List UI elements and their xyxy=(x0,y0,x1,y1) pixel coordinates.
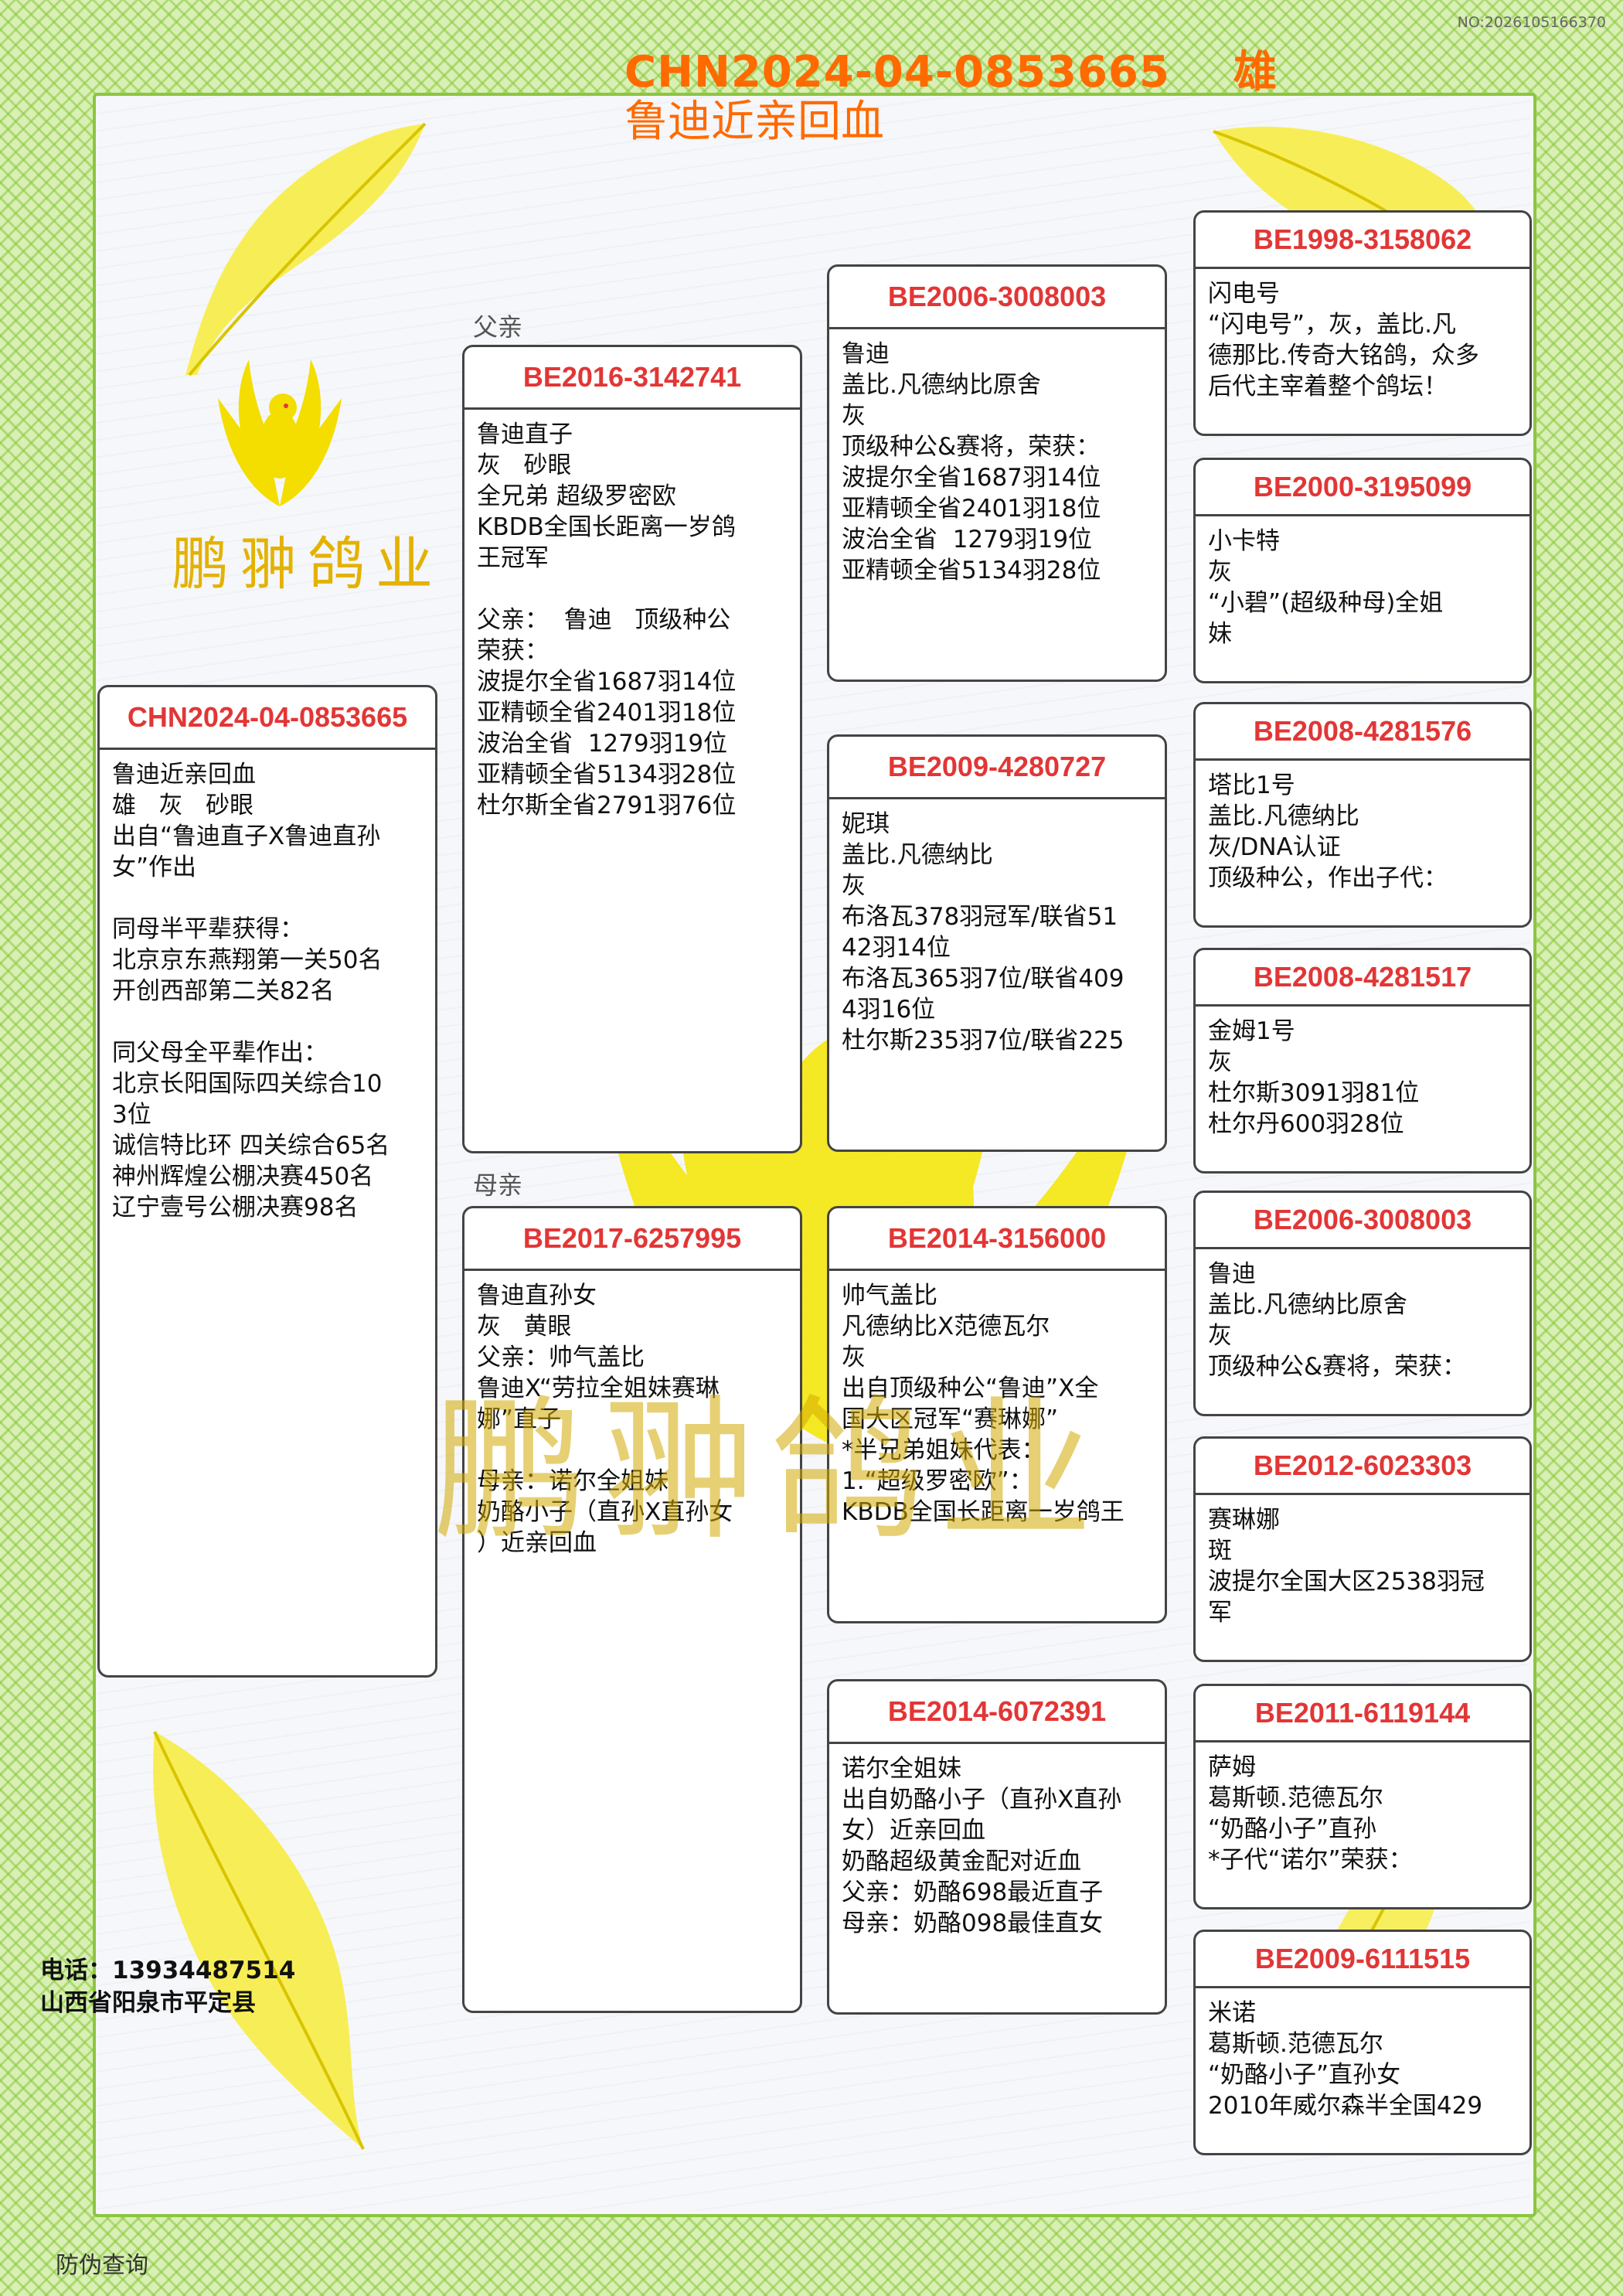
mmm-ring: BE2009-6111515 xyxy=(1196,1932,1529,1988)
mm-card: BE2014-6072391 诺尔全姐妹 出自奶酪小子（直孙X直孙 女）近亲回血… xyxy=(827,1679,1167,2015)
fm-card: BE2009-4280727 妮琪 盖比.凡德纳比 灰 布洛瓦378羽冠军/联省… xyxy=(827,734,1167,1152)
mmm-info: 米诺 葛斯顿.范德瓦尔 “奶酪小子”直孙女 2010年威尔森半全国429 xyxy=(1208,1999,1483,2120)
mmf-card: BE2011-6119144 萨姆 葛斯顿.范德瓦尔 “奶酪小子”直孙 *子代“… xyxy=(1193,1684,1532,1909)
mother-ring: BE2017-6257995 xyxy=(464,1208,800,1271)
fmf-card: BE2008-4281576 塔比1号 盖比.凡德纳比 灰/DNA认证 顶级种公… xyxy=(1193,702,1532,928)
mff-card: BE2006-3008003 鲁迪 盖比.凡德纳比原舍 灰 顶级种公&赛将，荣获… xyxy=(1193,1191,1532,1416)
subject-info: 鲁迪近亲回血 雄 灰 砂眼 出自“鲁迪直子X鲁迪直孙 女”作出 同母半平辈获得：… xyxy=(112,761,390,1221)
contact-block: 电话：13934487514 山西省阳泉市平定县 xyxy=(40,1954,295,2019)
ffm-info: 小卡特 灰 “小碧”(超级种母)全姐 妹 xyxy=(1208,527,1444,648)
ffm-ring: BE2000-3195099 xyxy=(1196,460,1529,516)
subject-card: CHN2024-04-0853665 鲁迪近亲回血 雄 灰 砂眼 出自“鲁迪直子… xyxy=(97,685,437,1678)
anti-counterfeit-link[interactable]: 防伪查询 xyxy=(56,2252,148,2279)
mff-ring: BE2006-3008003 xyxy=(1196,1193,1529,1249)
ff-ring: BE2006-3008003 xyxy=(829,267,1165,329)
mmm-card: BE2009-6111515 米诺 葛斯顿.范德瓦尔 “奶酪小子”直孙女 201… xyxy=(1193,1930,1532,2155)
mfm-info: 赛琳娜 斑 波提尔全国大区2538羽冠 军 xyxy=(1208,1506,1485,1627)
ff-card: BE2006-3008003 鲁迪 盖比.凡德纳比原舍 灰 顶级种公&赛将，荣获… xyxy=(827,264,1167,682)
father-card: BE2016-3142741 鲁迪直子 灰 砂眼 全兄弟 超级罗密欧 KBDB全… xyxy=(462,345,802,1153)
fm-ring: BE2009-4280727 xyxy=(829,737,1165,799)
fff-card: BE1998-3158062 闪电号 “闪电号”，灰，盖比.凡 德那比.传奇大铭… xyxy=(1193,210,1532,436)
mother-info: 鲁迪直孙女 灰 黄眼 父亲：帅气盖比 鲁迪X“劳拉全姐妹赛琳 娜”直子 母亲：诺… xyxy=(477,1282,733,1557)
mf-info: 帅气盖比 凡德纳比X范德瓦尔 灰 出自顶级种公“鲁迪”X全 国大区冠军“赛琳娜”… xyxy=(842,1282,1125,1526)
mf-ring: BE2014-3156000 xyxy=(829,1208,1165,1271)
mfm-ring: BE2012-6023303 xyxy=(1196,1439,1529,1495)
fm-info: 妮琪 盖比.凡德纳比 灰 布洛瓦378羽冠军/联省51 42羽14位 布洛瓦36… xyxy=(842,810,1125,1054)
fmm-ring: BE2008-4281517 xyxy=(1196,950,1529,1007)
mfm-card: BE2012-6023303 赛琳娜 斑 波提尔全国大区2538羽冠 军 xyxy=(1193,1436,1532,1662)
fmf-info: 塔比1号 盖比.凡德纳比 灰/DNA认证 顶级种公，作出子代： xyxy=(1208,772,1448,892)
fff-ring: BE1998-3158062 xyxy=(1196,213,1529,269)
serial-number: NO:2026105166370 xyxy=(1457,14,1606,31)
mm-ring: BE2014-6072391 xyxy=(829,1681,1165,1744)
pedigree-subtitle: 鲁迪近亲回血 xyxy=(624,97,884,147)
contact-address: 山西省阳泉市平定县 xyxy=(40,1989,256,2017)
father-ring: BE2016-3142741 xyxy=(464,347,800,410)
fff-info: 闪电号 “闪电号”，灰，盖比.凡 德那比.传奇大铭鸽，众多 后代主宰着整个鸽坛！ xyxy=(1208,280,1479,400)
father-info: 鲁迪直子 灰 砂眼 全兄弟 超级罗密欧 KBDB全国长距离一岁鸽 王冠军 父亲：… xyxy=(477,421,737,819)
pedigree-title: CHN2024-04-0853665 雄 xyxy=(624,47,1278,97)
fmm-info: 金姆1号 灰 杜尔斯3091羽81位 杜尔丹600羽28位 xyxy=(1208,1017,1420,1138)
fmf-ring: BE2008-4281576 xyxy=(1196,704,1529,761)
ffm-card: BE2000-3195099 小卡特 灰 “小碧”(超级种母)全姐 妹 xyxy=(1193,458,1532,683)
contact-phone: 电话：13934487514 xyxy=(40,1957,296,1984)
mmf-ring: BE2011-6119144 xyxy=(1196,1686,1529,1742)
mmf-info: 萨姆 葛斯顿.范德瓦尔 “奶酪小子”直孙 *子代“诺尔”荣获： xyxy=(1208,1753,1413,1874)
mff-info: 鲁迪 盖比.凡德纳比原舍 灰 顶级种公&赛将，荣获： xyxy=(1208,1260,1467,1381)
subject-ring: CHN2024-04-0853665 xyxy=(100,687,435,750)
mother-card: BE2017-6257995 鲁迪直孙女 灰 黄眼 父亲：帅气盖比 鲁迪X“劳拉… xyxy=(462,1206,802,2013)
mf-card: BE2014-3156000 帅气盖比 凡德纳比X范德瓦尔 灰 出自顶级种公“鲁… xyxy=(827,1206,1167,1623)
ff-info: 鲁迪 盖比.凡德纳比原舍 灰 顶级种公&赛将，荣获： 波提尔全省1687羽14位… xyxy=(842,340,1101,584)
father-label: 父亲 xyxy=(473,312,523,342)
logo-text: 鹏翀鸽业 xyxy=(172,531,444,598)
fmm-card: BE2008-4281517 金姆1号 灰 杜尔斯3091羽81位 杜尔丹600… xyxy=(1193,948,1532,1174)
mother-label: 母亲 xyxy=(473,1170,523,1200)
mm-info: 诺尔全姐妹 出自奶酪小子（直孙X直孙 女）近亲回血 奶酪超级黄金配对近血 父亲：… xyxy=(842,1755,1122,1937)
